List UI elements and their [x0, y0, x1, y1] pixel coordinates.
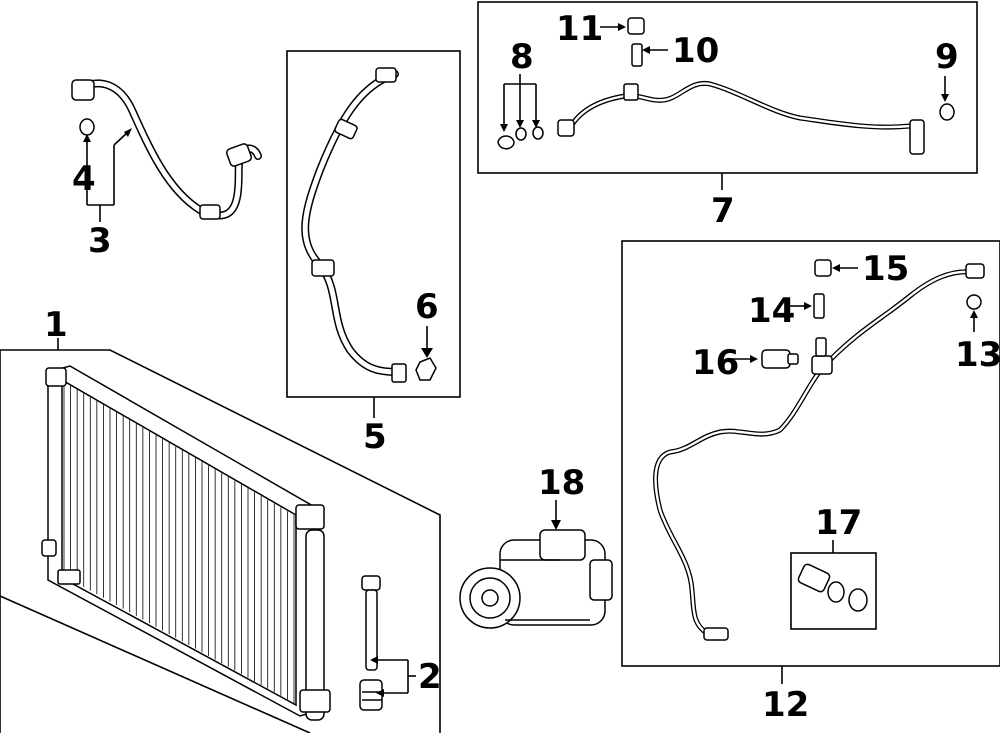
pressure-pipe-icon — [653, 263, 985, 641]
callout-8: 8 — [510, 37, 534, 77]
cap-icon-15 — [814, 259, 858, 277]
drier-icon — [359, 575, 383, 711]
box-part-7 — [477, 1, 978, 174]
callout-15: 15 — [862, 249, 909, 289]
callout-5: 5 — [363, 417, 387, 457]
leader-3 — [83, 128, 132, 222]
callout-9: 9 — [935, 37, 959, 77]
callout-11: 11 — [556, 9, 603, 49]
suction-hose-icon — [301, 67, 407, 383]
switch-icon-16 — [730, 349, 799, 369]
leader-13 — [966, 294, 982, 332]
callout-1: 1 — [44, 305, 68, 345]
callout-3: 3 — [88, 221, 112, 261]
kit-icon-17 — [797, 540, 868, 612]
pipe-icon — [557, 80, 925, 155]
valve-icon-10 — [631, 43, 668, 67]
callout-14: 14 — [748, 291, 795, 331]
callout-12: 12 — [762, 685, 809, 725]
leader-8 — [497, 74, 544, 150]
cap-icon-11 — [600, 17, 645, 35]
callout-7: 7 — [711, 191, 735, 231]
box-part-12 — [621, 240, 1000, 667]
condenser-icon — [41, 365, 331, 721]
callout-2: 2 — [418, 657, 442, 697]
compressor-icon — [459, 500, 613, 629]
callout-17: 17 — [815, 503, 862, 543]
o-ring-icon-4 — [79, 118, 95, 136]
hose-icon — [71, 79, 262, 220]
callout-13: 13 — [955, 335, 1000, 375]
callout-10: 10 — [672, 31, 719, 71]
callout-4: 4 — [72, 159, 96, 199]
o-ring-icon-6 — [415, 326, 437, 381]
leader-2 — [370, 656, 416, 697]
box-part-5 — [286, 50, 461, 398]
valve-icon-14 — [790, 293, 825, 319]
callout-6: 6 — [415, 287, 439, 327]
box-part-1 — [0, 349, 441, 733]
callout-16: 16 — [692, 343, 739, 383]
callout-18: 18 — [538, 463, 585, 503]
leader-9 — [939, 76, 955, 121]
